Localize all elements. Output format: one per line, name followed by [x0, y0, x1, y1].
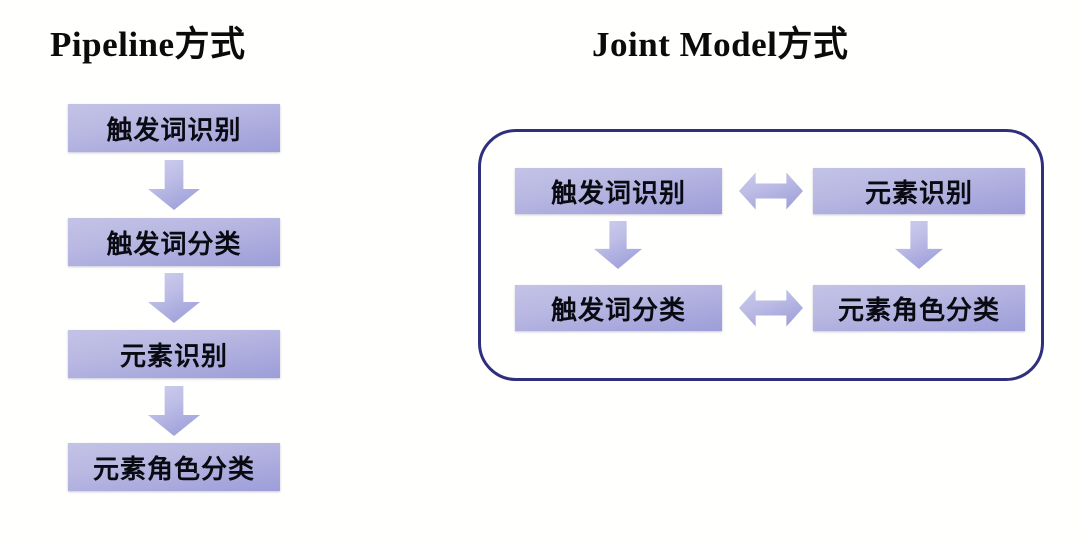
pipeline-step-1: 触发词识别 [68, 104, 280, 152]
arrow-down-icon [148, 160, 200, 210]
pipeline-step-4: 元素角色分类 [68, 443, 280, 491]
arrow-down-icon [148, 386, 200, 436]
arrow-down-icon [148, 273, 200, 323]
joint-box-trigger-classify: 触发词分类 [515, 285, 722, 331]
joint-model-title: Joint Model方式 [592, 25, 849, 64]
joint-box-element-role-classify: 元素角色分类 [813, 285, 1025, 331]
joint-box-element-identify: 元素识别 [813, 168, 1025, 214]
joint-box-trigger-identify: 触发词识别 [515, 168, 722, 214]
joint-model-container [478, 129, 1044, 381]
pipeline-step-3: 元素识别 [68, 330, 280, 378]
pipeline-step-2: 触发词分类 [68, 218, 280, 266]
pipeline-title: Pipeline方式 [50, 25, 246, 64]
